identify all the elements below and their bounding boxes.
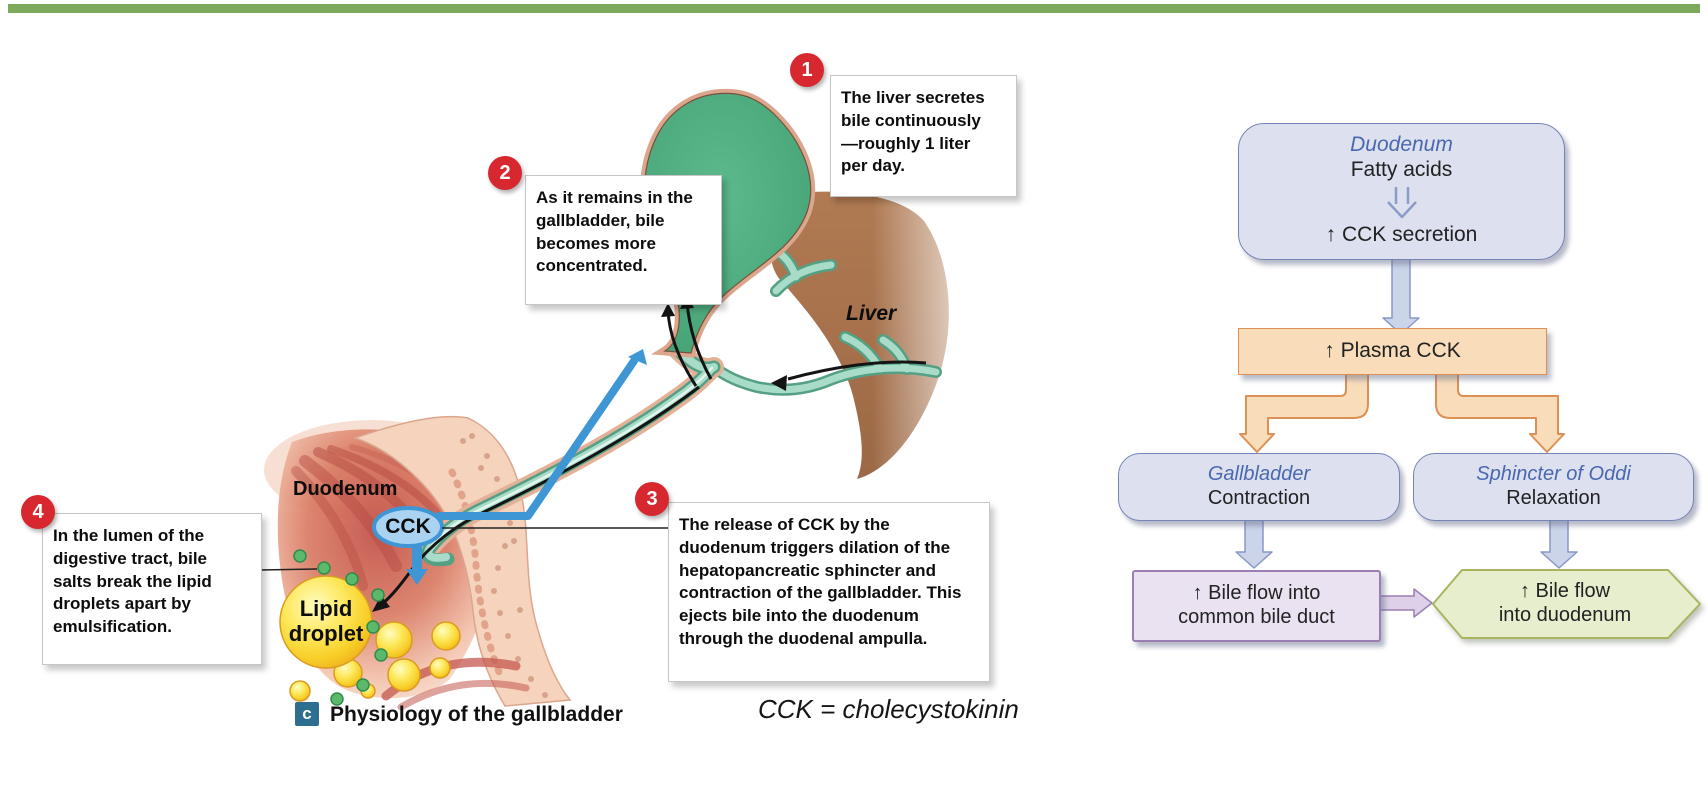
callout-2-text: As it remains in the gallbladder, bile b… [536,188,693,276]
callout-4-text: In the lumen of the digestive tract, bil… [53,526,212,637]
cck-abbreviation-note: CCK = cholecystokinin [758,694,1019,724]
callout-connector-lines [258,527,668,571]
step-2-badge: 2 [488,156,522,190]
flow-box-common-bile-duct: ↑ Bile flow into common bile duct [1132,570,1381,642]
flow-box-bile-into-duodenum: ↑ Bile flow into duodenum [1462,574,1668,634]
bile-salt-dots [293,549,388,706]
flowchart-connectors [1235,258,1701,639]
lipid-label-line2: droplet [288,620,364,646]
callout-1-text: The liver secretes bile continuously —ro… [841,88,985,176]
flow-gallbladder-title: Gallbladder [1207,463,1311,486]
liver-shape [707,150,1000,510]
lipid-droplets [279,575,461,702]
cck-label: CCK [385,515,431,538]
arrow-plasma-to-gallbladder [1239,373,1369,453]
figure-caption-title: Physiology of the gallbladder [330,703,623,726]
callout-1-liver-secretion: The liver secretes bile continuously —ro… [830,75,1017,197]
arrow-sphincter-to-duodenumflow [1540,518,1578,569]
flow-sphincter-response: Relaxation [1506,487,1601,509]
panel-letter-badge: c [295,702,319,726]
callout-3-text: The release of CCK by the duodenum trigg… [679,515,962,648]
flow-duodenum-title: Duodenum [1350,133,1453,156]
double-down-arrow-icon [1386,186,1417,218]
flow-duodenumflow-line2: into duodenum [1498,604,1632,626]
cck-arrows [372,349,647,585]
cck-oval [372,506,444,548]
liver-label: Liver [846,302,897,325]
duodenum-flow-hexagon [1432,569,1701,639]
step-4-badge: 4 [21,495,55,529]
callout-2-bile-concentration: As it remains in the gallbladder, bile b… [525,175,722,305]
top-accent-bar [8,4,1700,13]
arrow-bileduct-to-duodenumflow [1377,588,1433,618]
flow-sphincter-title: Sphincter of Oddi [1476,463,1631,486]
flow-duodenumflow-line1: ↑ Bile flow [1519,580,1611,603]
flow-plasma-text: ↑ Plasma CCK [1324,339,1461,363]
flow-box-sphincter-of-oddi: Sphincter of Oddi Relaxation [1413,453,1694,521]
flow-box-plasma-cck: ↑ Plasma CCK [1238,328,1547,375]
flow-bileduct-line2: common bile duct [1178,606,1335,628]
flow-duodenum-result: ↑ CCK secretion [1325,222,1478,246]
lipid-label-line1: Lipid [299,596,353,621]
flow-bileduct-line1: ↑ Bile flow into [1192,582,1321,605]
lipid-droplet-label: Lipid droplet [266,596,386,646]
arrow-duodenum-to-plasma [1382,258,1420,335]
callout-3-cck-release: The release of CCK by the duodenum trigg… [668,502,990,682]
flow-box-gallbladder: Gallbladder Contraction [1118,453,1400,521]
hepatic-ducts [707,245,942,396]
flow-box-duodenum: Duodenum Fatty acids ↑ CCK secretion [1238,123,1565,260]
flow-duodenum-stimulus: Fatty acids [1350,157,1453,181]
flow-gallbladder-response: Contraction [1207,487,1311,509]
callout-4-emulsification: In the lumen of the digestive tract, bil… [42,513,262,665]
duodenum-label: Duodenum [293,478,398,500]
step-1-badge: 1 [790,53,824,87]
arrow-gallbladder-to-bileduct [1235,518,1273,569]
arrow-plasma-to-sphincter [1435,373,1565,453]
step-3-badge: 3 [635,482,669,516]
